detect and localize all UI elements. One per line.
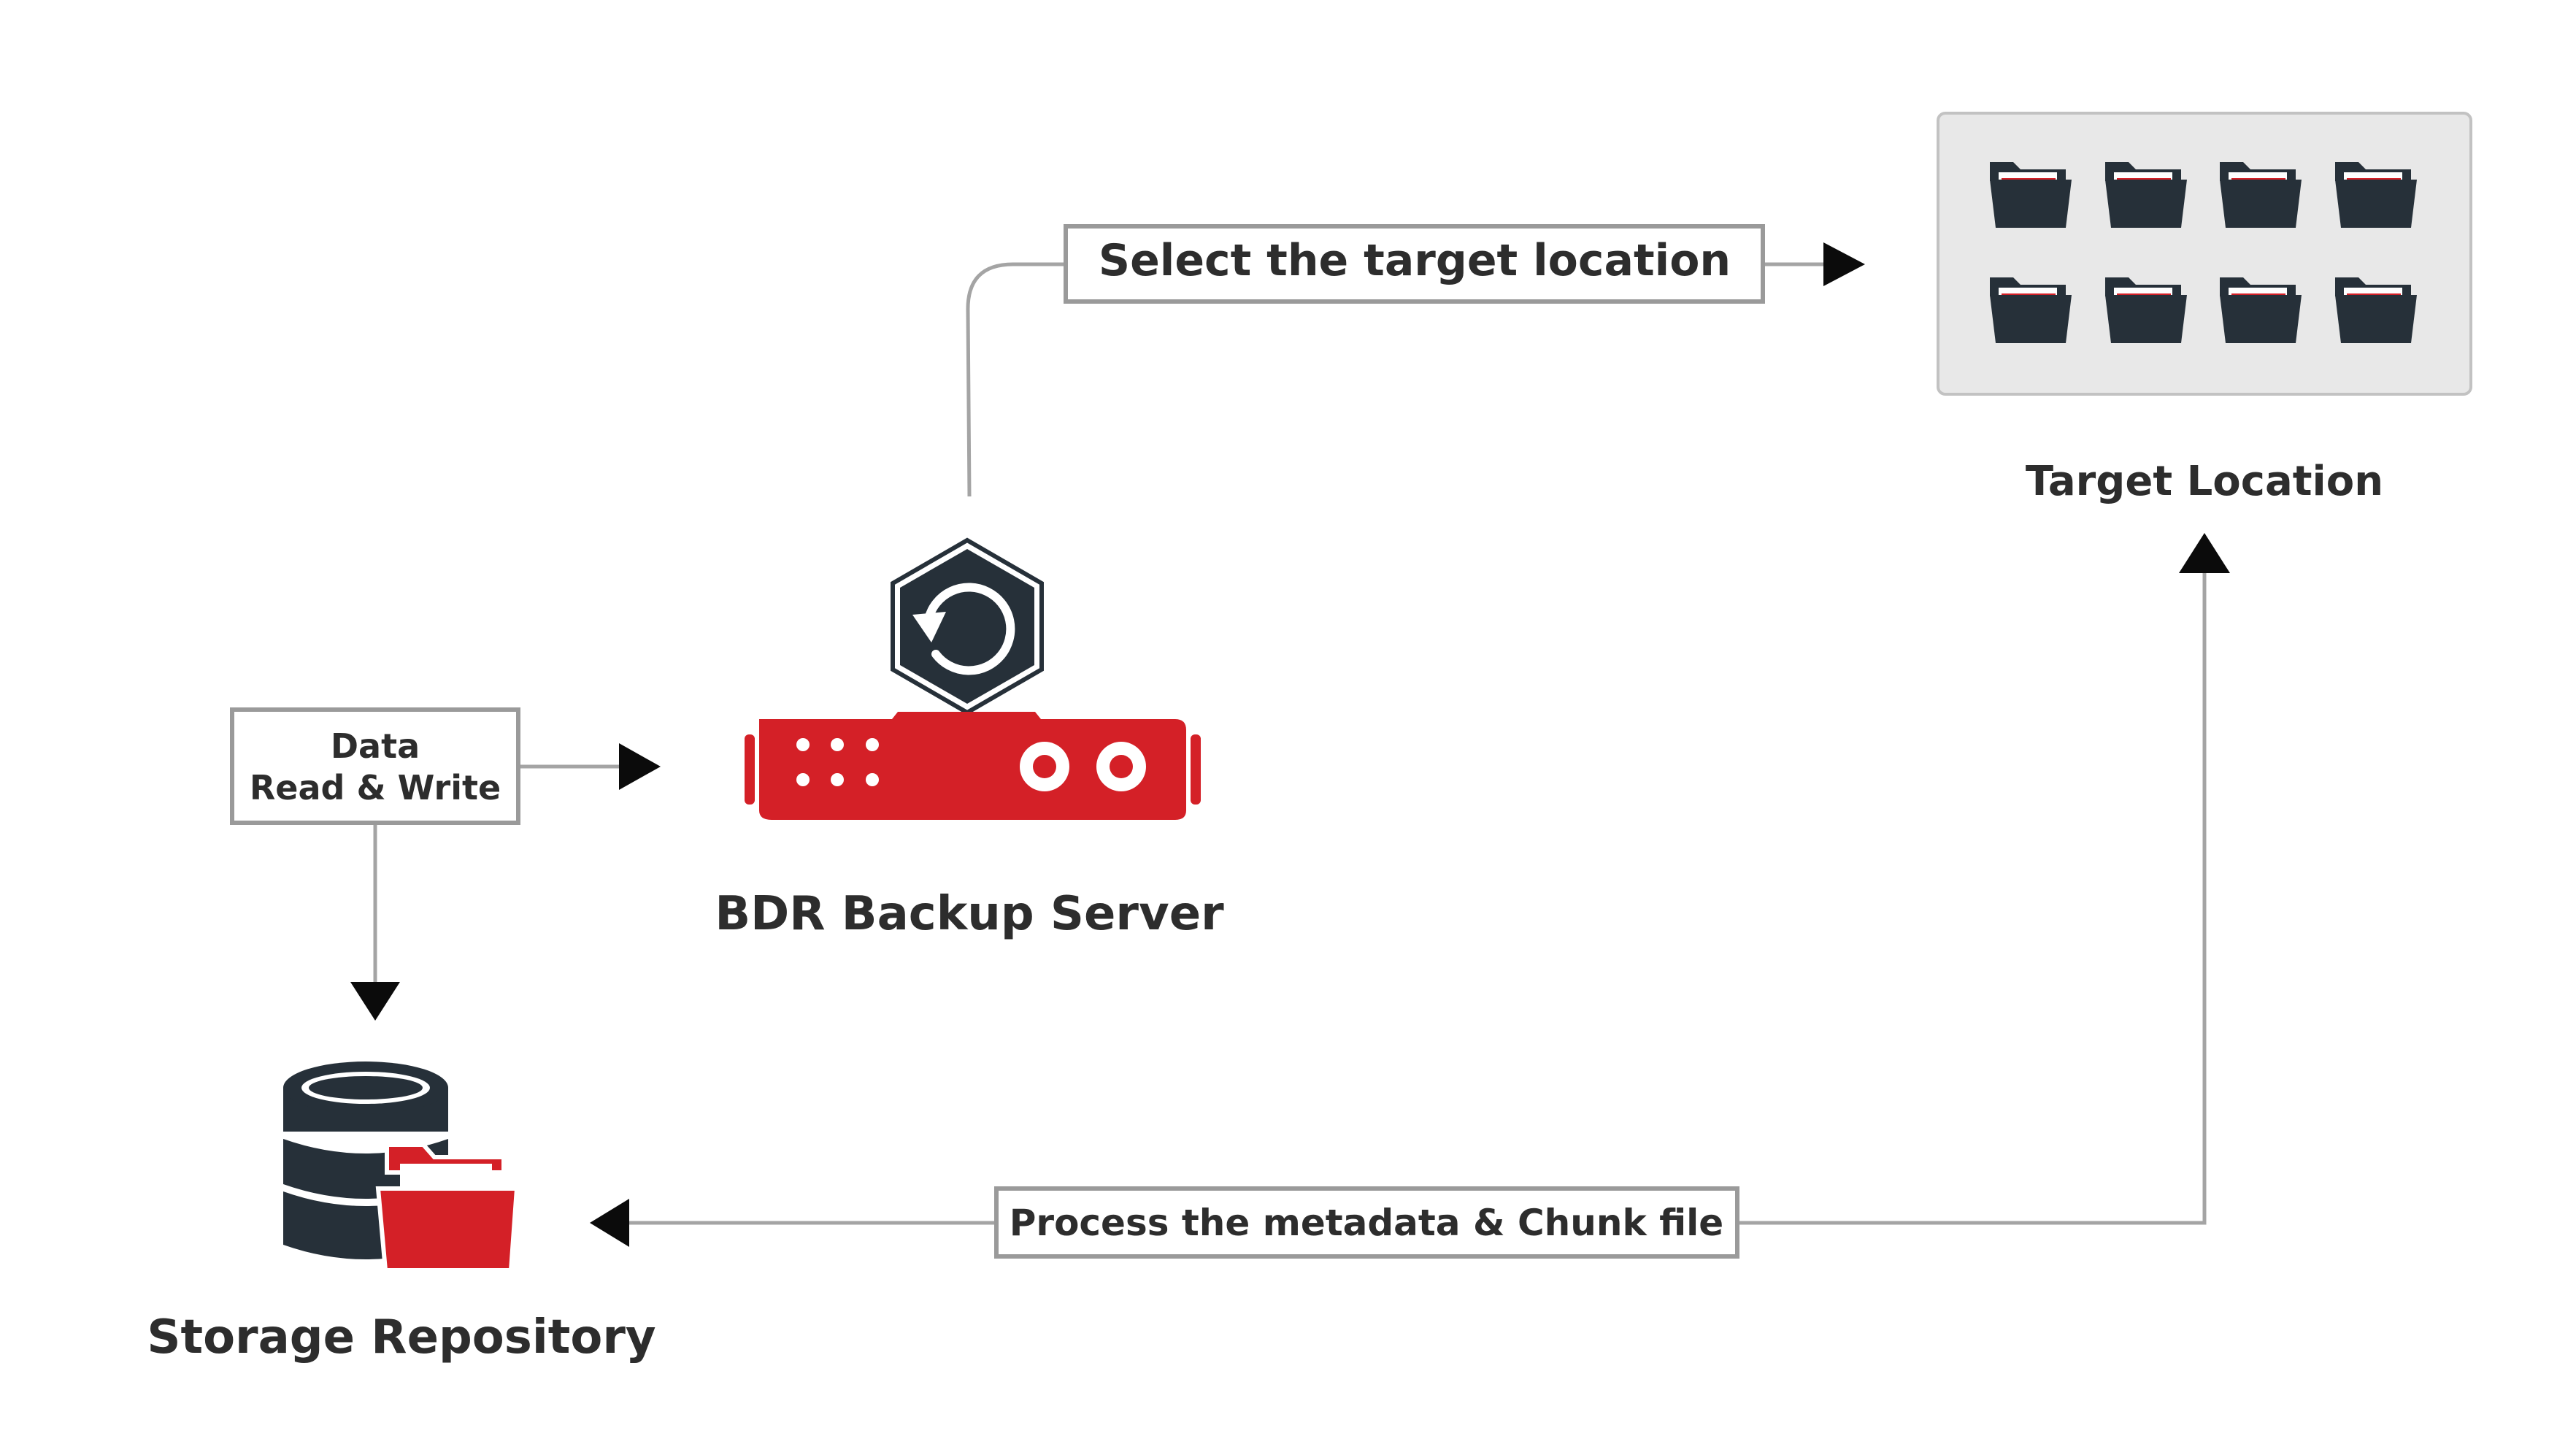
folder-icon (2105, 162, 2187, 228)
folder-icon (2220, 162, 2302, 228)
target-location-panel (1937, 112, 2472, 396)
read-write-label: Read & Write (250, 768, 501, 807)
arrow-up-to-target-icon (2179, 533, 2230, 573)
arrow-to-target-icon (1823, 242, 1865, 286)
backup-server-icon (745, 712, 1201, 820)
bdr-server-label: BDR Backup Server (715, 887, 1224, 941)
folder-icon (1990, 277, 2072, 343)
arrow-to-repository-icon (590, 1199, 629, 1247)
select-target-label: Select the target location (1099, 235, 1731, 286)
folder-icon (2220, 277, 2302, 343)
data-read-write-box: Data Read & Write (230, 707, 520, 825)
arrow-to-storage-icon (350, 982, 400, 1021)
folder-icon (2335, 162, 2417, 228)
connector-process-to-target (1739, 569, 2207, 1225)
folder-icon (2105, 277, 2187, 343)
process-metadata-label: Process the metadata & Chunk file (1010, 1202, 1723, 1244)
select-target-box: Select the target location (1064, 224, 1765, 304)
folder-icon (2335, 277, 2417, 343)
target-location-label: Target Location (2026, 458, 2383, 505)
arrow-to-server-icon (619, 743, 661, 790)
data-label: Data (331, 726, 420, 766)
backup-restore-hexagon-icon (891, 537, 1044, 715)
process-metadata-box: Process the metadata & Chunk file (994, 1186, 1739, 1259)
folder-icon (1990, 162, 2072, 228)
connector-server-to-select (966, 262, 1066, 497)
storage-repository-label: Storage Repository (147, 1310, 655, 1364)
database-folder-icon (283, 1062, 520, 1272)
